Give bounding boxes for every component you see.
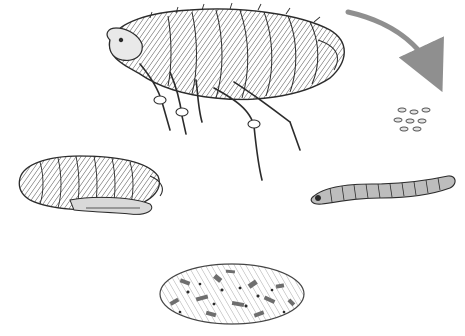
adult-flea — [107, 3, 344, 180]
adult-flea-leg-joints — [154, 96, 260, 128]
adult-flea-body — [109, 9, 344, 99]
larva-head — [315, 195, 321, 201]
larva — [311, 176, 455, 204]
larva-body — [311, 176, 455, 204]
adult-flea-eye — [119, 38, 123, 42]
cycle-arrow — [348, 12, 434, 74]
cocoon — [160, 264, 304, 324]
pupa — [19, 156, 162, 214]
eggs — [394, 108, 430, 131]
